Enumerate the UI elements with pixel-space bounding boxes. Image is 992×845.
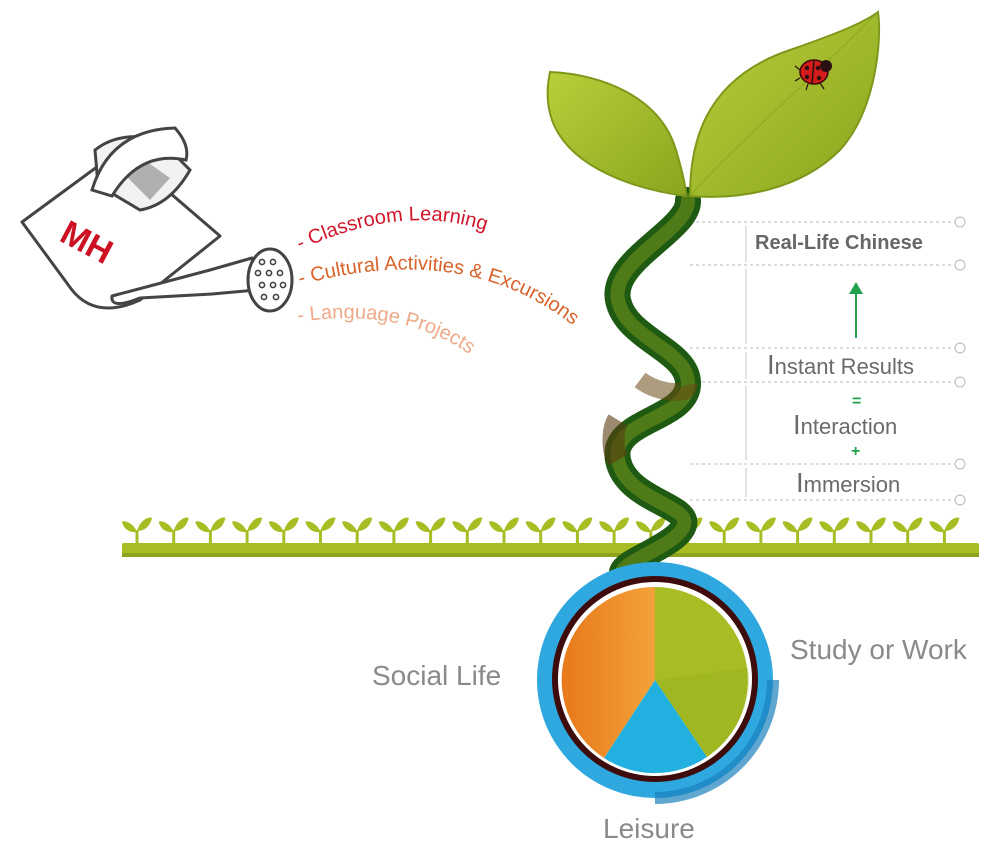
- sprout-icon: [892, 517, 923, 543]
- sprout-icon: [525, 517, 556, 543]
- sprout-icon: [415, 517, 446, 543]
- sprout-icon: [562, 517, 593, 543]
- plant-leaves: [546, 10, 881, 198]
- sprout-icon: [122, 517, 152, 543]
- sprout-icon: [232, 517, 263, 543]
- ladybug-icon: [794, 59, 832, 91]
- sprout-row: [122, 517, 960, 543]
- sprout-icon: [782, 517, 813, 543]
- label-study-or-work: Study or Work: [790, 634, 967, 665]
- sprout-icon: [929, 517, 960, 543]
- stream-language-projects: - Language Projects: [296, 301, 479, 358]
- sprout-icon: [709, 517, 740, 543]
- pie-slice-social: [561, 586, 655, 758]
- label-plus: +: [851, 443, 861, 460]
- sprout-icon: [819, 517, 850, 543]
- ground-strip: [122, 517, 979, 557]
- sprout-icon: [158, 517, 189, 543]
- sprout-icon: [599, 517, 630, 543]
- plant-stem: [602, 187, 701, 585]
- stream-classroom-learning: - Classroom Learning: [293, 203, 491, 254]
- ladder-endpoints: [954, 216, 966, 506]
- ladder-guides: [690, 221, 958, 501]
- sprout-icon: [342, 517, 373, 543]
- sprout-icon: [489, 517, 519, 543]
- sprout-icon: [195, 517, 226, 543]
- roots-pie: [537, 562, 779, 804]
- label-real-life-chinese: Real-Life Chinese: [755, 232, 923, 254]
- label-interaction: Interaction: [793, 409, 898, 440]
- up-arrow-icon: [849, 282, 863, 338]
- watering-can-icon: MH: [20, 126, 294, 313]
- sprout-icon: [856, 517, 886, 543]
- label-social-life: Social Life: [372, 660, 502, 691]
- sprout-icon: [452, 517, 483, 543]
- sprout-icon: [268, 517, 299, 543]
- label-instant-results: Instant Results: [767, 349, 915, 380]
- label-immersion: Immersion: [796, 467, 901, 498]
- sprout-icon: [745, 517, 776, 543]
- sprout-icon: [378, 517, 409, 543]
- label-equals: =: [852, 393, 862, 410]
- label-leisure: Leisure: [603, 813, 695, 844]
- sprout-icon: [305, 517, 336, 543]
- pie-slice-leisure: [604, 680, 707, 774]
- pie-slice-study: [655, 587, 748, 757]
